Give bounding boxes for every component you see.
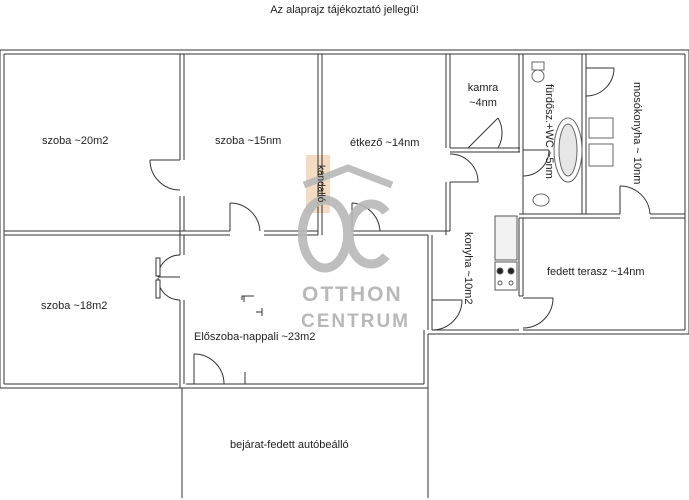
room-label-bejarat: bejárat-fedett autóbeálló	[230, 439, 349, 451]
pillar-marks	[241, 295, 263, 384]
room-label-szoba-20: szoba ~20m2	[42, 135, 109, 147]
watermark-logo	[297, 164, 394, 273]
room-label-furdo: fürdősz.+WC ~5nm	[543, 84, 555, 179]
kitchen-appliances	[494, 215, 518, 291]
doors	[149, 67, 651, 385]
room-label-szoba-18: szoba ~18m2	[41, 300, 108, 312]
room-label-etkezo: étkező ~14nm	[350, 137, 420, 149]
room-label-mosokonyha: mosókonyha ~ 10nm	[631, 82, 643, 185]
fireplace-label: kandalló	[315, 165, 326, 203]
watermark-line2: CENTRUM	[301, 311, 410, 332]
room-label-kamra-name: kamra	[467, 82, 499, 94]
room-label-szoba-15: szoba ~15nm	[215, 135, 282, 147]
room-label-eloszoba: Előszoba-nappali ~23m2	[194, 331, 316, 343]
stove	[494, 261, 518, 291]
room-label-kamra-size: ~4nm	[469, 97, 497, 109]
room-label-fedett-terasz: fedett terasz ~14nm	[547, 266, 645, 278]
interior-walls	[4, 54, 685, 498]
sink	[532, 193, 550, 207]
outer-walls	[0, 49, 689, 389]
disclaimer-note: Az alaprajz tájékoztató jellegű!	[270, 4, 419, 16]
counter	[494, 215, 518, 261]
room-label-konyha: konyha ~10m2	[462, 232, 474, 305]
watermark-line1: OTTHON	[302, 283, 403, 306]
bathroom-fixtures	[531, 61, 614, 207]
toilet	[531, 69, 545, 83]
